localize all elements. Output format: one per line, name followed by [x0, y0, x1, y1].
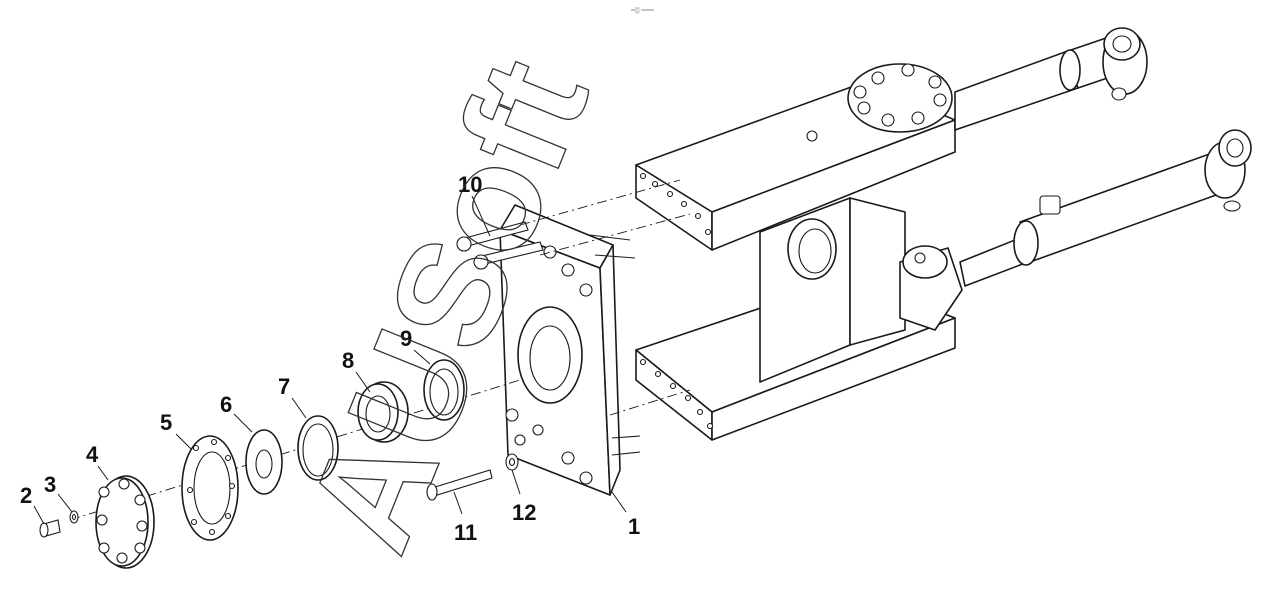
callout-8: 8: [342, 348, 354, 373]
callout-6: 6: [220, 392, 232, 417]
upper-axis-line-2: [539, 213, 691, 256]
lower-axis-line: [609, 389, 691, 416]
end-cap-part-4: [95, 475, 155, 569]
callout-11: 11: [454, 520, 477, 545]
washer-part-6: [245, 429, 283, 495]
callout-10: 10: [458, 172, 482, 197]
nut-part-12: [505, 453, 519, 471]
header-mark: ═▒ ═══: [630, 7, 655, 14]
lower-cylinder: [899, 129, 1252, 331]
cover-bolts: [853, 63, 947, 127]
callout-5: 5: [160, 410, 172, 435]
upper-beam-holes: [639, 172, 712, 236]
center-axis: [69, 379, 521, 521]
callout-3: 3: [44, 472, 56, 497]
bolt-part-11: [426, 469, 493, 501]
callout-9: 9: [400, 326, 412, 351]
plate-bolt-heads: [505, 245, 593, 485]
callouts: 2 3 4 5 6 7 8 9 10 11 12 1: [20, 172, 640, 545]
ring-part-7: [297, 415, 339, 481]
bolt-part-2: [39, 519, 61, 538]
callout-12: 12: [512, 500, 536, 525]
seal-part-9: [423, 359, 465, 421]
main-frame: [635, 63, 956, 441]
washer-part-3: [69, 510, 79, 524]
gasket-part-5: [181, 435, 239, 541]
bearing-part-8: [357, 381, 409, 443]
upper-axis-line: [519, 179, 681, 226]
leader-lines: [33, 195, 627, 525]
callout-4: 4: [86, 442, 99, 467]
callout-7: 7: [278, 374, 290, 399]
lower-beam-holes: [639, 358, 714, 430]
callout-2: 2: [20, 483, 32, 508]
upper-cylinder: [954, 27, 1148, 131]
flange-plate-part-1: [499, 204, 641, 496]
callout-1: 1: [628, 514, 640, 539]
bolts-part-10: [456, 221, 544, 270]
